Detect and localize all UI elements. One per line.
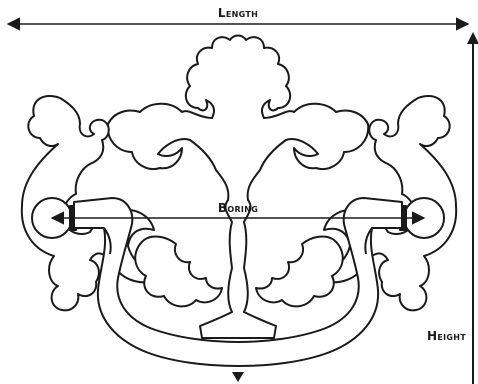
left-inner-leaf	[134, 235, 223, 308]
height-dimension: Height	[427, 32, 478, 384]
backplate-outline	[20, 34, 458, 339]
bail-right-detail	[364, 227, 373, 255]
height-label: Height	[427, 329, 466, 343]
length-dimension: Length	[6, 6, 470, 31]
height-arrow-top	[467, 32, 478, 44]
length-label: Length	[218, 6, 258, 20]
right-inner-leaf	[255, 235, 344, 308]
top-crest	[106, 34, 370, 339]
bottom-pointer	[232, 372, 244, 382]
bail-left-detail	[103, 227, 112, 255]
boring-dimension: Boring	[50, 201, 426, 225]
boring-label: Boring	[218, 201, 258, 215]
